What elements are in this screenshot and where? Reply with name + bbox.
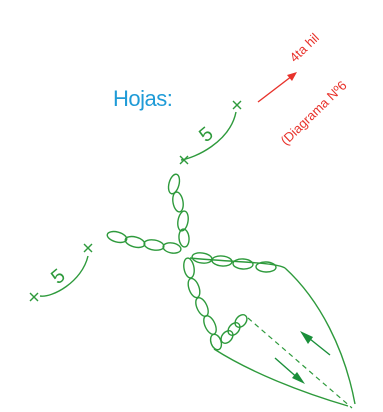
chain-stitch bbox=[178, 228, 190, 248]
left-repeat-bracket bbox=[29, 243, 93, 302]
chain-stitch bbox=[124, 235, 146, 249]
chain-stitch bbox=[232, 258, 254, 270]
chain-stitch bbox=[203, 314, 217, 336]
heading-hojas: Hojas: bbox=[113, 86, 173, 111]
center-dashed-line bbox=[247, 317, 353, 409]
chain-stitch bbox=[162, 242, 182, 254]
chain-stitch bbox=[167, 173, 181, 195]
down-direction-arrow bbox=[274, 357, 305, 384]
chain-stitch bbox=[143, 239, 165, 251]
chain-stitch bbox=[234, 314, 248, 328]
chain-stitch bbox=[255, 261, 277, 273]
leaf-outline bbox=[189, 257, 356, 407]
chain-stitch bbox=[195, 296, 209, 318]
chain-stitch bbox=[187, 277, 201, 299]
chain-stitch bbox=[220, 330, 234, 344]
chain-stitch bbox=[172, 191, 184, 213]
repeat-count-left: 5 bbox=[47, 265, 70, 289]
chain-stitch bbox=[106, 230, 128, 244]
top-repeat-bracket bbox=[179, 100, 242, 165]
annotation-arrow bbox=[257, 72, 297, 103]
up-direction-arrow bbox=[300, 331, 331, 356]
chain-stitch bbox=[227, 322, 241, 336]
repeat-count-top: 5 bbox=[195, 123, 218, 147]
